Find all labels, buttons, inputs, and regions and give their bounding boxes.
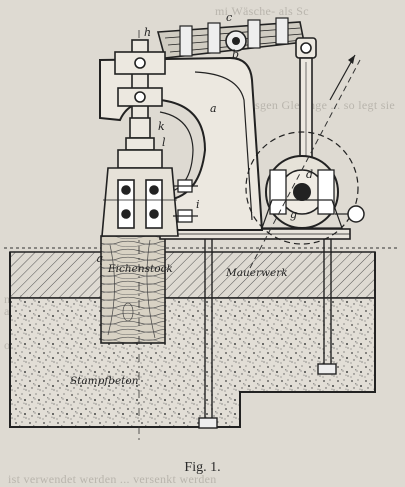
spring-beam	[156, 17, 305, 59]
label-l: l	[162, 136, 166, 149]
label-i: i	[196, 198, 200, 211]
connecting-rod	[295, 37, 317, 169]
oak-block	[100, 235, 166, 344]
label-k: k	[158, 120, 165, 133]
region-concrete: Stampfbeton	[70, 375, 139, 387]
frame-bolts	[173, 179, 198, 223]
masonry-band	[9, 251, 376, 299]
label-a: a	[210, 102, 217, 115]
crank-assembly	[245, 54, 365, 269]
figure-caption: Fig. 1.	[184, 460, 221, 475]
ram	[101, 39, 179, 237]
region-masonry: Mauerwerk	[225, 267, 288, 279]
foundation	[4, 247, 400, 428]
part-labels: h c b a k l i d g q	[96, 11, 313, 265]
anchor-bolts	[198, 236, 337, 429]
bleed-text-1: mi Wäsche- als Sc	[215, 4, 309, 18]
label-h: h	[144, 26, 151, 39]
bleed-text-2: sgen Gleichge ... so legt sie	[255, 98, 396, 112]
label-b: b	[232, 48, 239, 61]
region-oak-block: Eichenstock	[107, 263, 173, 275]
label-q: q	[96, 252, 103, 265]
concrete-body	[9, 297, 376, 428]
label-c: c	[226, 11, 232, 24]
label-g: g	[290, 208, 297, 221]
label-d: d	[306, 168, 313, 181]
bleed-text-6: ist verwendet werden ... versenkt werden	[8, 472, 217, 486]
